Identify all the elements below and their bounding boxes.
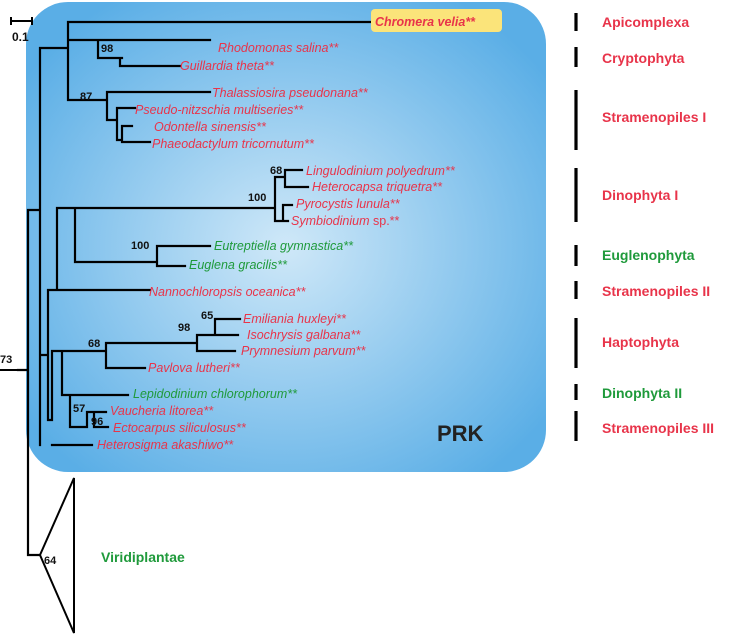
bootstrap-value: 100 [131, 240, 149, 252]
taxon-label: Rhodomonas salina** [218, 41, 339, 55]
taxon-label: Eutreptiella gymnastica** [214, 239, 354, 253]
scale-bar-label: 0.1 [12, 30, 29, 44]
prk-panel-label: PRK [437, 421, 484, 446]
bootstrap-value: 65 [201, 310, 213, 322]
group-label: Stramenopiles III [602, 420, 714, 436]
group-label: Stramenopiles I [602, 109, 706, 125]
taxon-label: Lepidodinium chlorophorum** [133, 387, 298, 401]
group-label: Apicomplexa [602, 14, 689, 30]
taxon-label: Emiliania huxleyi** [243, 312, 347, 326]
taxon-label: Euglena gracilis** [189, 258, 288, 272]
group-label: Haptophyta [602, 334, 679, 350]
taxon-label: Ectocarpus siliculosus** [113, 421, 247, 435]
taxon-label: Isochrysis galbana** [247, 328, 361, 342]
taxon-label: Symbiodinium sp.** [291, 214, 400, 228]
taxon-label: Pyrocystis lunula** [296, 197, 401, 211]
prk-panel [26, 2, 546, 472]
taxon-label: Guillardia theta** [180, 59, 275, 73]
collapsed-clade-label: Viridiplantae [101, 549, 185, 565]
taxon-label: Pseudo-nitzschia multiseries** [135, 103, 304, 117]
taxon-label: Heterosigma akashiwo** [97, 438, 234, 452]
bootstrap-value: 68 [270, 165, 282, 177]
tree-branches [16, 20, 372, 557]
bootstrap-value: 98 [101, 43, 113, 55]
scale-bar [10, 17, 33, 25]
bootstrap-value: 68 [88, 338, 100, 350]
taxon-label: Pavlova lutheri** [148, 361, 241, 375]
bootstrap-values: 98 87 68 100 100 98 65 68 57 96 73 64 [0, 43, 282, 567]
chromera-highlight [371, 9, 502, 32]
group-label: Cryptophyta [602, 50, 685, 66]
group-label: Stramenopiles II [602, 283, 710, 299]
bootstrap-value: 87 [80, 91, 92, 103]
taxon-label: Heterocapsa triquetra** [312, 180, 443, 194]
bootstrap-value: 57 [73, 403, 85, 415]
group-label: Dinophyta II [602, 385, 682, 401]
group-label: Dinophyta I [602, 187, 678, 203]
bootstrap-value: 100 [248, 192, 266, 204]
taxon-label: Lingulodinium polyedrum** [306, 164, 456, 178]
taxa-labels: Chromera velia** Rhodomonas salina** Guill… [97, 15, 476, 452]
bootstrap-value: 98 [178, 322, 190, 334]
taxon-label: Odontella sinensis** [154, 120, 267, 134]
bootstrap-value: 73 [0, 354, 12, 366]
group-label: Euglenophyta [602, 247, 695, 263]
bootstrap-value: 96 [91, 416, 103, 428]
collapsed-clade-triangle [38, 477, 75, 634]
taxon-label: Phaeodactylum tricornutum** [152, 137, 315, 151]
bootstrap-value: 64 [44, 555, 57, 567]
taxon-label: Nannochloropsis oceanica** [149, 285, 306, 299]
taxon-label: Chromera velia** [375, 15, 476, 29]
taxon-label: Prymnesium parvum** [241, 344, 366, 358]
taxon-label: Vaucheria litorea** [110, 404, 214, 418]
taxon-label: Thalassiosira pseudonana** [212, 86, 369, 100]
